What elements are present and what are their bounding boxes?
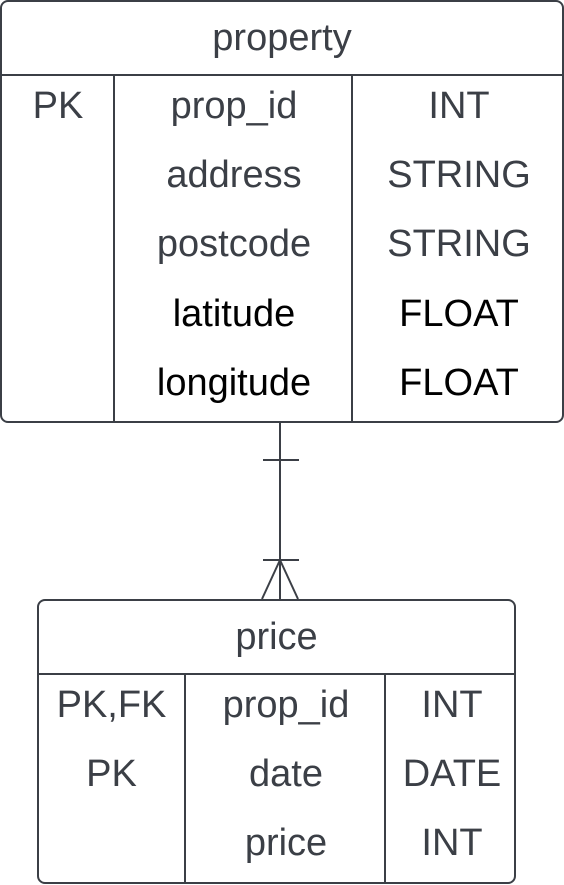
attribute-type: STRING	[387, 154, 531, 196]
attribute-type: INT	[421, 684, 483, 726]
attribute-type: DATE	[402, 753, 502, 795]
column-divider	[384, 675, 386, 882]
column-divider	[184, 675, 186, 882]
attribute-type: INT	[421, 822, 483, 864]
column-divider	[113, 76, 115, 421]
key-cell: PK	[32, 85, 84, 127]
attribute-name: postcode	[156, 223, 312, 265]
key-cell: PK,FK	[56, 684, 167, 726]
attribute-type: STRING	[387, 223, 531, 265]
attribute-type: FLOAT	[399, 362, 519, 404]
attribute-name: date	[249, 753, 323, 795]
key-cell	[2, 210, 114, 279]
attribute-name: prop_id	[222, 684, 350, 726]
crows-foot-right	[279, 559, 299, 600]
attribute-name: address	[166, 154, 302, 196]
key-cell	[2, 349, 114, 418]
attribute-name: price	[244, 822, 328, 864]
entity-price[interactable]: price PK,FK prop_id INT PK date DATE pri…	[37, 599, 516, 884]
attribute-name: prop_id	[170, 85, 298, 127]
key-cell: PK	[86, 753, 137, 795]
crows-foot-left	[261, 559, 281, 600]
key-cell	[2, 280, 114, 349]
entity-title: property	[2, 2, 562, 76]
attribute-name: latitude	[172, 293, 296, 335]
attribute-type: FLOAT	[399, 293, 519, 335]
key-cell	[2, 141, 114, 210]
attribute-type: INT	[428, 85, 490, 127]
key-cell	[39, 809, 184, 878]
entity-title: price	[39, 601, 514, 675]
column-divider	[351, 76, 353, 421]
attribute-name: longitude	[156, 362, 312, 404]
entity-property[interactable]: property PK prop_id INT address STRING p…	[0, 0, 564, 423]
